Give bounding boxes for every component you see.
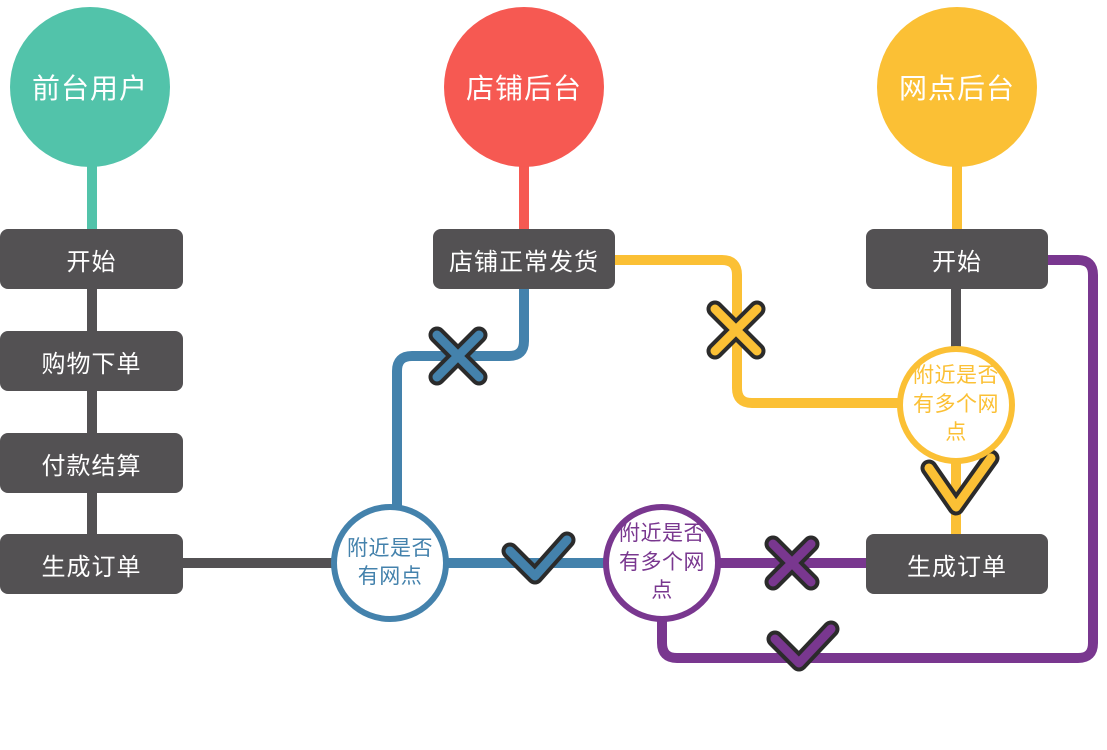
decision-has-outlet-nearby: 附近是否 有网点 [331, 504, 449, 622]
purple-yes-path [657, 255, 1098, 663]
lane-circle-outlet-backend: 网点后台 [877, 7, 1037, 167]
decision-label-line2: 有网点 [357, 565, 423, 588]
check-mark-icon [920, 449, 1000, 516]
check-mark-icon [501, 531, 576, 585]
check-mark-icon [766, 620, 840, 672]
step-box-payment: 付款结算 [0, 433, 183, 493]
step-box-start-outlet: 开始 [866, 229, 1048, 289]
decision-label-line1: 附近是否 [347, 536, 433, 560]
step-label: 生成订单 [907, 553, 1007, 581]
step-label: 店铺正常发货 [449, 248, 599, 276]
x-mark-icon [428, 326, 488, 386]
step-label: 生成订单 [41, 553, 142, 581]
step-box-generate-order-user: 生成订单 [0, 534, 183, 594]
step-box-shop-ship: 店铺正常发货 [433, 229, 615, 289]
decision-label-line2: 有多个网点 [619, 550, 705, 603]
step-label: 开始 [932, 248, 982, 276]
lane-title: 网点后台 [898, 73, 1015, 104]
decision-label-line2: 有多个网点 [913, 392, 999, 445]
decision-multiple-outlets-purple: 附近是否 有多个网点 [603, 504, 721, 622]
lane-circle-front-user: 前台用户 [10, 7, 170, 167]
step-label: 购物下单 [41, 350, 142, 378]
decision-label-line1: 附近是否 [619, 522, 705, 546]
step-box-start: 开始 [0, 229, 183, 289]
lane-circle-shop-backend: 店铺后台 [444, 7, 604, 167]
step-box-generate-order-outlet: 生成订单 [866, 534, 1048, 594]
x-mark-icon [764, 535, 820, 591]
step-label: 付款结算 [41, 452, 142, 480]
decision-multiple-outlets-yellow: 附近是否 有多个网点 [897, 346, 1015, 464]
decision-label-line1: 附近是否 [913, 364, 999, 388]
lane-title: 前台用户 [31, 73, 148, 104]
step-label: 开始 [66, 248, 117, 276]
step-box-place-order: 购物下单 [0, 331, 183, 391]
lane-title: 店铺后台 [465, 73, 582, 104]
x-mark-icon [706, 300, 766, 360]
